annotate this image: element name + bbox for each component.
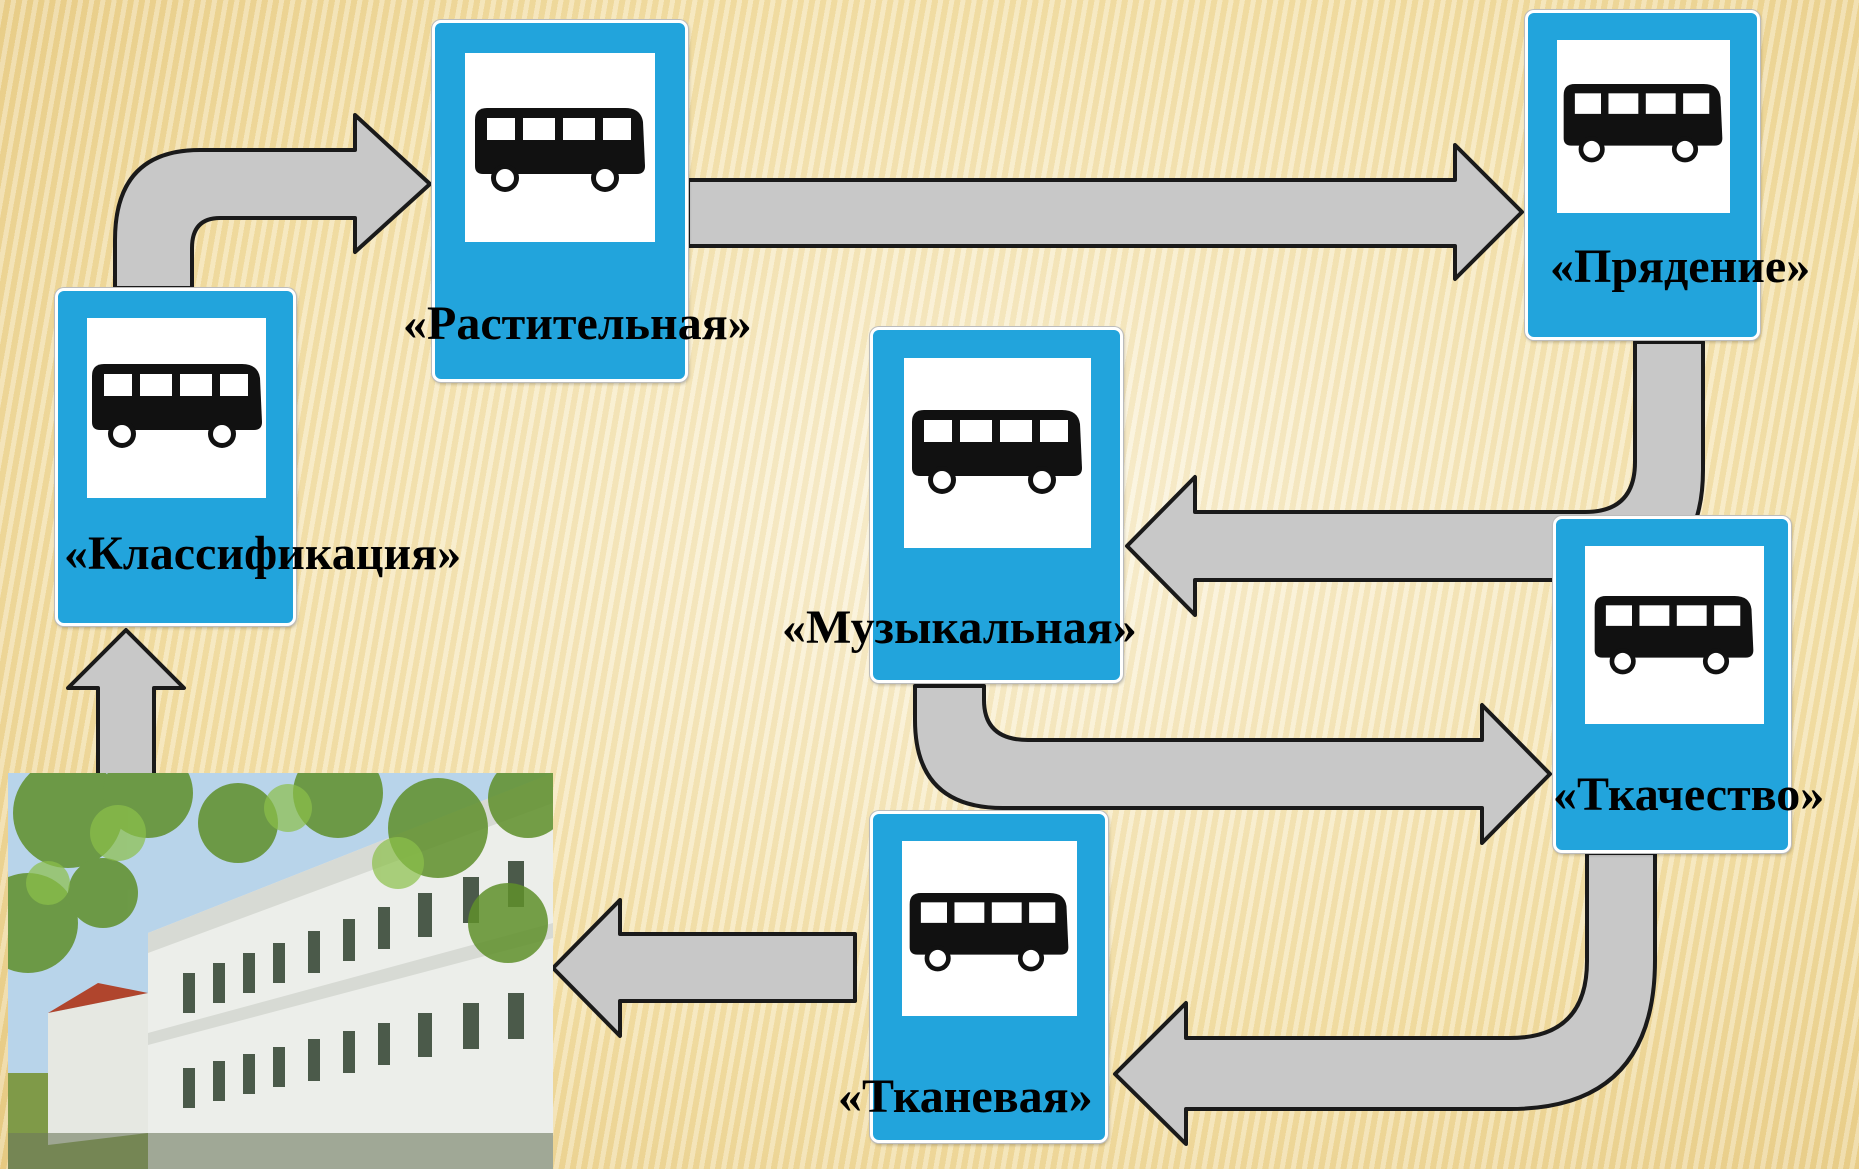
sign-klassifikatsiya [55, 288, 296, 626]
label-tkanevaya: «Тканевая» [838, 1070, 1093, 1123]
bus-icon [912, 410, 1082, 494]
arrow-tkanevaya-to-school [551, 898, 857, 1038]
sign-muzykalnaya [870, 327, 1123, 683]
label-muzykalnaya: «Музыкальная» [782, 601, 1137, 654]
arrow-rastitelnaya-to-pryadenie [686, 143, 1524, 281]
sign-pryadenie [1525, 10, 1760, 340]
sign-tkachestvo [1553, 516, 1791, 853]
label-rastitelnaya: «Растительная» [403, 297, 752, 350]
label-pryadenie: «Прядение» [1550, 240, 1811, 293]
bus-icon [475, 108, 645, 192]
bus-icon [1594, 596, 1754, 675]
label-tkachestvo: «Ткачество» [1553, 768, 1825, 821]
arrow-muzykalnaya-to-tkachestvo [913, 684, 1552, 845]
arrow-tkachestvo-to-tkanevaya [1113, 851, 1657, 1146]
school-building-photo [8, 773, 553, 1169]
arrow-klassifikatsiya-to-rastitelnaya [113, 113, 432, 290]
arrow-school-to-klassifikatsiya [66, 628, 186, 783]
bus-icon [92, 364, 262, 448]
sign-rastitelnaya [432, 20, 688, 382]
bus-icon [1563, 84, 1723, 163]
bus-icon [909, 893, 1069, 972]
sign-tkanevaya [870, 811, 1108, 1143]
label-klassifikatsiya: «Классификация» [64, 527, 462, 580]
